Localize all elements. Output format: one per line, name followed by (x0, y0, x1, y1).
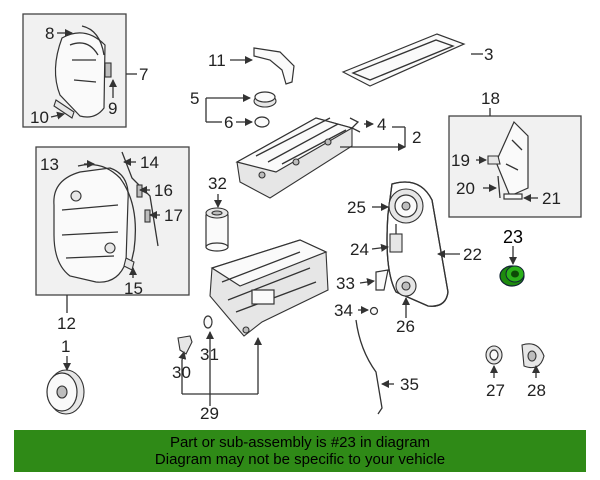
part-23-highlighted (499, 265, 525, 287)
callout-33: 33 (336, 274, 355, 293)
callout-16: 16 (154, 181, 173, 200)
upper-timing-cover-group (22, 13, 127, 128)
part-24-tensioner (369, 224, 403, 316)
callout-11: 11 (208, 51, 226, 70)
callout-5: 5 (190, 89, 199, 108)
callout-28: 28 (527, 381, 546, 400)
callout-26: 26 (396, 317, 415, 336)
part-1-crank-pulley (46, 369, 85, 415)
callout-21: 21 (542, 189, 561, 208)
callout-14: 14 (140, 153, 159, 172)
parts-27-28 (485, 343, 545, 369)
oil-pan (209, 239, 329, 337)
banner-line-disclaimer: Diagram may not be specific to your vehi… (154, 451, 446, 468)
callout-10: 10 (30, 108, 49, 127)
callout-13: 13 (40, 155, 59, 174)
leader-lines (50, 29, 540, 406)
callout-9: 9 (108, 99, 117, 118)
callout-8: 8 (45, 24, 54, 43)
callout-7: 7 (139, 65, 148, 84)
box-18-group (448, 115, 582, 218)
banner-line-part: Part or sub-assembly is #23 in diagram (169, 434, 431, 451)
callout-2: 2 (412, 128, 421, 147)
callout-18: 18 (481, 89, 500, 108)
parts-30-31-bolts (177, 315, 213, 355)
callout-23: 23 (503, 227, 523, 247)
callout-22: 22 (463, 245, 482, 264)
callout-numbers: 1 2 3 4 5 6 7 8 9 10 11 12 13 14 15 16 1… (30, 24, 561, 423)
callout-1: 1 (61, 337, 70, 356)
callout-27: 27 (486, 381, 505, 400)
parts-diagram: 1 2 3 4 5 6 7 8 9 10 11 12 13 14 15 16 1… (22, 13, 582, 423)
callout-25: 25 (347, 198, 366, 217)
part-2-valve-cover (235, 117, 361, 199)
callout-32: 32 (208, 174, 227, 193)
callout-31: 31 (200, 345, 219, 364)
part-11-bracket (253, 47, 295, 85)
lower-timing-cover-group (35, 146, 190, 296)
callout-20: 20 (456, 179, 475, 198)
callout-4: 4 (377, 115, 386, 134)
callout-12: 12 (57, 314, 76, 333)
callout-6: 6 (224, 113, 233, 132)
part-5-oil-cap (253, 91, 277, 128)
callout-34: 34 (334, 301, 353, 320)
part-35-dipstick (355, 319, 383, 415)
callout-30: 30 (172, 363, 191, 382)
callout-24: 24 (350, 240, 369, 259)
callout-15: 15 (124, 279, 143, 298)
callout-29: 29 (200, 404, 219, 423)
callout-3: 3 (484, 45, 493, 64)
info-banner: Part or sub-assembly is #23 in diagram D… (14, 430, 586, 472)
part-32-oil-filter (205, 207, 229, 252)
callout-17: 17 (164, 206, 183, 225)
part-3-gasket (341, 33, 466, 87)
timing-belt-assembly (386, 181, 449, 307)
callout-35: 35 (400, 375, 419, 394)
callout-19: 19 (451, 151, 470, 170)
